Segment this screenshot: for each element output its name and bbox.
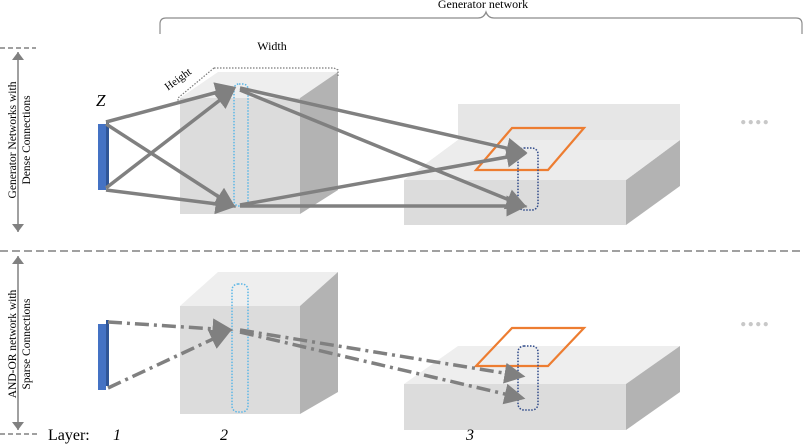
section-label-sparse: AND-OR network with Sparse Connections: [7, 289, 33, 398]
dense-arrows: [104, 82, 528, 217]
section-label-sparse-line2: Sparse Connections: [21, 298, 33, 390]
width-dimension-line: [214, 67, 339, 76]
height-dimension-line: [177, 67, 215, 102]
latent-z-bar-top: [98, 120, 109, 190]
layer3-box-top-shape: [404, 140, 680, 180]
ellipsis-top: ....: [740, 101, 770, 130]
generator-network-bracket: [159, 10, 803, 34]
layer-tick-2: 2: [220, 427, 228, 444]
ellipsis-bottom: ....: [740, 303, 770, 332]
left-axis-markers: [0, 47, 36, 430]
orange-plane-top: [473, 126, 587, 172]
section-label-sparse-line1: AND-OR network with: [7, 289, 19, 398]
latent-z-label: Z: [96, 91, 106, 110]
layer2-box-bottom: [180, 272, 338, 414]
navy-column-bottom: [517, 345, 539, 411]
width-label: Width: [257, 39, 287, 53]
layer2-box-top: [180, 72, 338, 214]
section-label-dense-line1: Generator Networks with: [7, 81, 19, 198]
layer-tick-3: 3: [465, 427, 474, 444]
navy-column-top: [517, 147, 539, 211]
section-label-dense: Generator Networks with Dense Connection…: [7, 81, 33, 198]
latent-z-bar-bottom: [98, 320, 109, 390]
layer3-box-bottom: [404, 346, 680, 430]
layer-axis-label: Layer:: [48, 427, 90, 444]
layer-tick-1: 1: [113, 427, 121, 444]
sparse-arrows: [107, 318, 526, 405]
height-label: Height: [163, 66, 194, 93]
generator-network-title: Generator network: [438, 0, 528, 11]
section-label-dense-line2: Dense Connections: [21, 95, 33, 185]
